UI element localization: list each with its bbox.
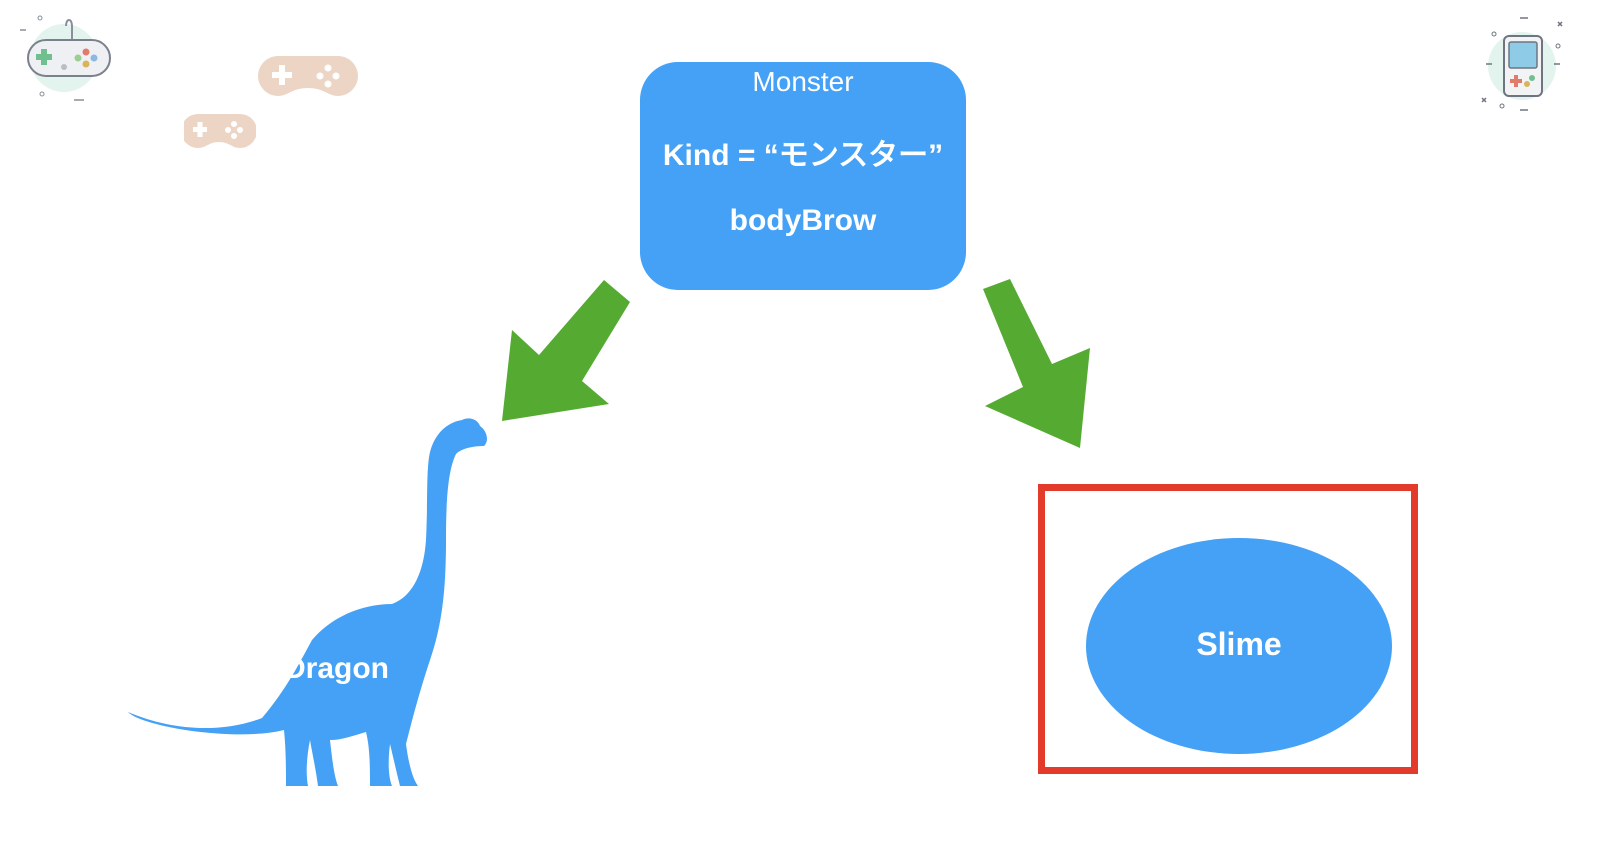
arrow-down-right-icon <box>983 279 1090 448</box>
gamepad-tan-small-icon <box>184 114 256 148</box>
gamepad-outline-icon <box>20 15 111 101</box>
monster-kind-property: Kind = “モンスター” <box>662 139 944 172</box>
monster-class-box: Monster Kind = “モンスター” bodyBrow <box>640 62 966 290</box>
gamepad-tan-icon <box>258 56 358 96</box>
slime-label: Slime <box>1196 626 1282 662</box>
slime-ellipse <box>1086 538 1392 754</box>
handheld-console-icon <box>1481 17 1563 111</box>
dragon-label: Dragon <box>284 652 389 685</box>
slime-highlight-frame <box>1038 484 1418 774</box>
monster-title: Monster <box>752 66 854 97</box>
monster-method: bodyBrow <box>729 204 877 237</box>
arrow-down-left-icon <box>502 280 630 421</box>
